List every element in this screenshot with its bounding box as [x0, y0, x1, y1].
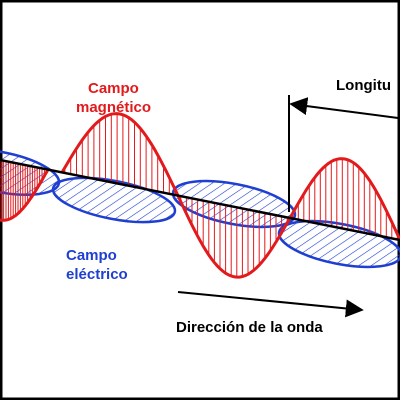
magnetic-lobe-3 — [176, 194, 292, 279]
magnetic-lobe-4-outline — [288, 157, 400, 241]
magnetic-lobe-1 — [0, 160, 50, 222]
propagation-axis — [0, 158, 400, 242]
direction-arrow — [177, 291, 364, 318]
magnetic-field-label-line1: Campo — [88, 80, 139, 97]
electric-field-label-line1: Campo — [66, 247, 117, 264]
magnetic-lobe-2-outline — [60, 112, 180, 197]
wavelength-label: Longitu — [336, 77, 391, 94]
electric-lobe-2 — [51, 176, 177, 224]
electric-field-label-line2: eléctrico — [66, 266, 128, 283]
magnetic-lobe-2 — [60, 112, 180, 197]
magnetic-lobe-4 — [288, 157, 400, 241]
electric-lobe-4 — [277, 219, 400, 269]
magnetic-lobe-1-outline — [0, 168, 50, 222]
direction-label: Dirección de la onda — [176, 319, 323, 336]
electric-lobe-3 — [171, 179, 297, 229]
magnetic-field-wave — [0, 112, 400, 279]
magnetic-lobe-3-outline — [176, 194, 292, 279]
electric-field-wave — [0, 148, 400, 269]
magnetic-field-label-line2: magnético — [76, 99, 151, 116]
wavelength-arrow — [289, 97, 399, 119]
